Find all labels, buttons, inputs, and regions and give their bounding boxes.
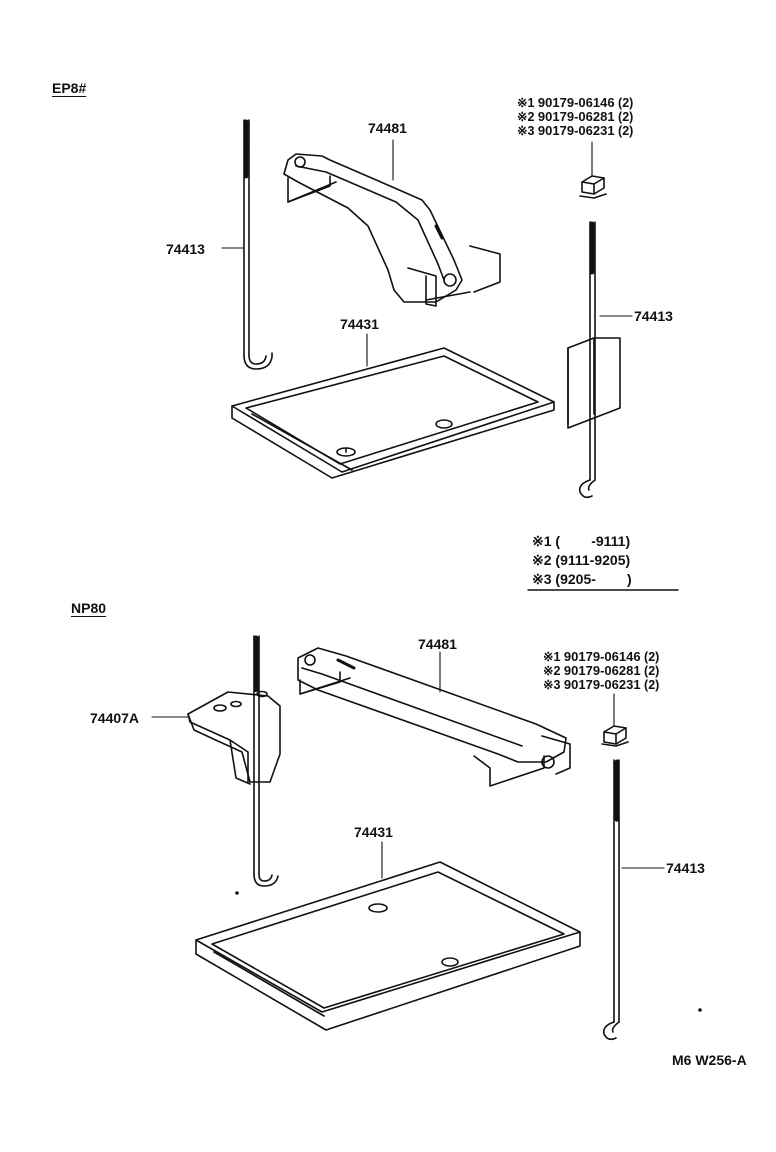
legend-row: ※2 (9111-9205) <box>532 552 631 568</box>
fastener-row: ※3 90179-06231 (2) <box>543 677 660 693</box>
part-label-tray-top: 74431 <box>340 316 379 332</box>
battery-tray-top <box>231 347 555 479</box>
rod-left-top <box>243 119 273 370</box>
part-label-hold-down-bottom: 74481 <box>418 636 457 652</box>
leader-lines-top <box>221 139 633 367</box>
part-label-rod-left-top: 74413 <box>166 241 205 257</box>
part-label-bracket: 74407A <box>90 710 140 726</box>
rod-left-bottom <box>253 635 279 887</box>
bracket-74407a <box>187 690 281 785</box>
leader-lines-bottom <box>151 651 665 879</box>
fastener-row: ※3 90179-06231 (2) <box>517 123 634 139</box>
rod-right-bottom <box>602 759 620 1041</box>
part-label-hold-down-top: 74481 <box>368 120 407 136</box>
fastener-row: ※1 90179-06146 (2) <box>543 649 660 665</box>
battery-tray-bottom <box>195 861 581 1031</box>
fastener-row: ※2 90179-06281 (2) <box>543 663 660 679</box>
hold-down-bar-bottom <box>297 647 571 787</box>
fastener-row: ※1 90179-06146 (2) <box>517 95 634 111</box>
legend-row: ※3 (9205- ) <box>532 571 632 587</box>
stray-dot <box>235 891 239 895</box>
part-label-rod-right-top: 74413 <box>634 308 673 324</box>
fastener-list-top: ※1 90179-06146 (2) ※2 90179-06281 (2) ※3… <box>517 95 634 139</box>
section-label-ep8: EP8# <box>52 80 87 96</box>
stray-dot <box>698 1008 702 1012</box>
hold-down-clamp-top <box>283 153 501 307</box>
date-range-legend: ※1 ( -9111) ※2 (9111-9205) ※3 (9205- ) <box>532 532 632 589</box>
section-label-np80: NP80 <box>71 600 107 616</box>
rod-right-top <box>567 221 621 499</box>
drawing-code: M6 W256-A <box>672 1052 747 1068</box>
part-label-rod-right-bottom: 74413 <box>666 860 705 876</box>
fastener-list-bottom: ※1 90179-06146 (2) ※2 90179-06281 (2) ※3… <box>543 649 660 693</box>
nut-bottom <box>601 725 629 747</box>
fastener-row: ※2 90179-06281 (2) <box>517 109 634 125</box>
legend-row: ※1 ( -9111) <box>532 533 631 549</box>
nut-top <box>579 175 607 199</box>
part-label-tray-bottom: 74431 <box>354 824 393 840</box>
